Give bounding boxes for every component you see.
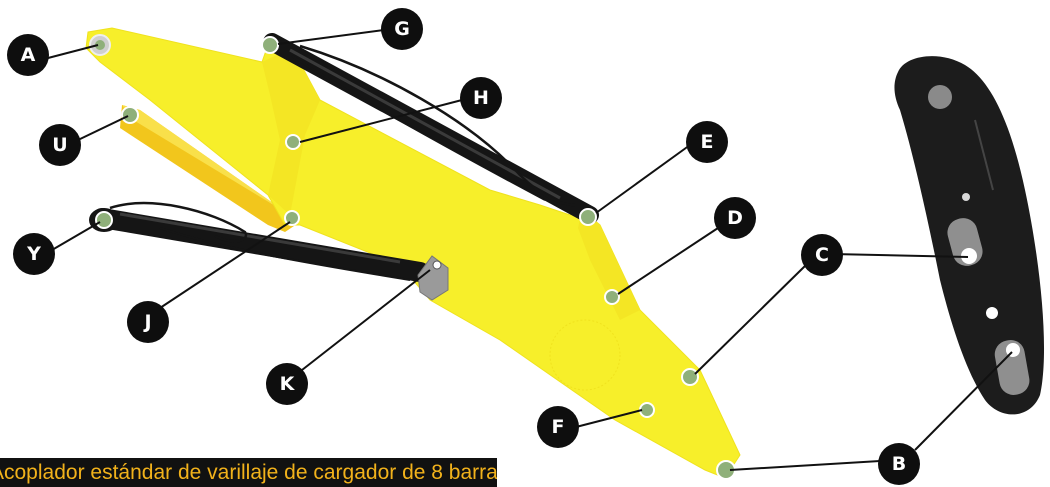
callout-e: E: [686, 121, 728, 163]
leader-line-j: [159, 221, 291, 309]
caption-bar: Acoplador estándar de varillaje de carga…: [0, 458, 497, 487]
pin-e: [579, 208, 597, 226]
pin-k: [432, 260, 442, 270]
callout-e-label: E: [701, 131, 714, 153]
leader-line-b-bracket: [914, 351, 1013, 451]
leader-line-b: [729, 460, 881, 471]
secondary-link: [120, 105, 300, 232]
callout-g-label: G: [394, 18, 410, 40]
callout-y: Y: [13, 233, 55, 275]
leader-line-e: [595, 144, 691, 214]
lower-hydraulic-cylinder: [89, 201, 449, 301]
leader-line-d: [617, 227, 719, 295]
pin-y: [95, 211, 113, 229]
callout-k: K: [266, 363, 308, 405]
callout-b: B: [878, 443, 920, 485]
callout-k-label: K: [280, 373, 296, 395]
pin-a: [89, 34, 111, 56]
callout-b-label: B: [892, 453, 906, 475]
coupler-bracket: [894, 56, 1045, 415]
callout-a: A: [7, 34, 49, 76]
leader-line-k: [301, 269, 431, 371]
leader-lines: [47, 29, 1013, 471]
callout-c-label: C: [815, 244, 829, 266]
callout-c: C: [801, 234, 843, 276]
callout-h: H: [460, 77, 502, 119]
callout-y-label: Y: [26, 243, 41, 265]
leader-line-c-bracket: [831, 253, 969, 258]
main-loader-arm: [85, 27, 741, 479]
pin-f: [639, 402, 655, 418]
callout-f-label: F: [552, 416, 565, 438]
leader-line-c: [694, 264, 807, 375]
pin-u: [121, 106, 139, 124]
callout-j-label: J: [142, 311, 151, 333]
leader-line-h: [299, 99, 463, 143]
pin-joints: [89, 34, 736, 480]
callout-d: D: [714, 197, 756, 239]
pin-d: [604, 289, 620, 305]
upper-hydraulic-cylinder: [263, 33, 599, 224]
pin-g: [261, 36, 279, 54]
callout-g: G: [381, 8, 423, 50]
callout-u: U: [39, 124, 81, 166]
leader-line-u: [77, 115, 129, 141]
callout-d-label: D: [727, 207, 743, 229]
callout-a-label: A: [21, 44, 36, 66]
pin-h: [285, 134, 301, 150]
leader-line-f: [575, 409, 643, 428]
pin-c: [681, 368, 699, 386]
leader-line-g: [277, 29, 385, 45]
callout-h-label: H: [473, 87, 489, 109]
callouts: A G H U E D C Y J K F B: [7, 8, 920, 485]
callout-f: F: [537, 406, 579, 448]
callout-u-label: U: [52, 134, 67, 156]
callout-j: J: [127, 301, 169, 343]
leader-line-y: [51, 221, 101, 251]
leader-line-a: [47, 44, 99, 59]
pin-j: [284, 210, 300, 226]
